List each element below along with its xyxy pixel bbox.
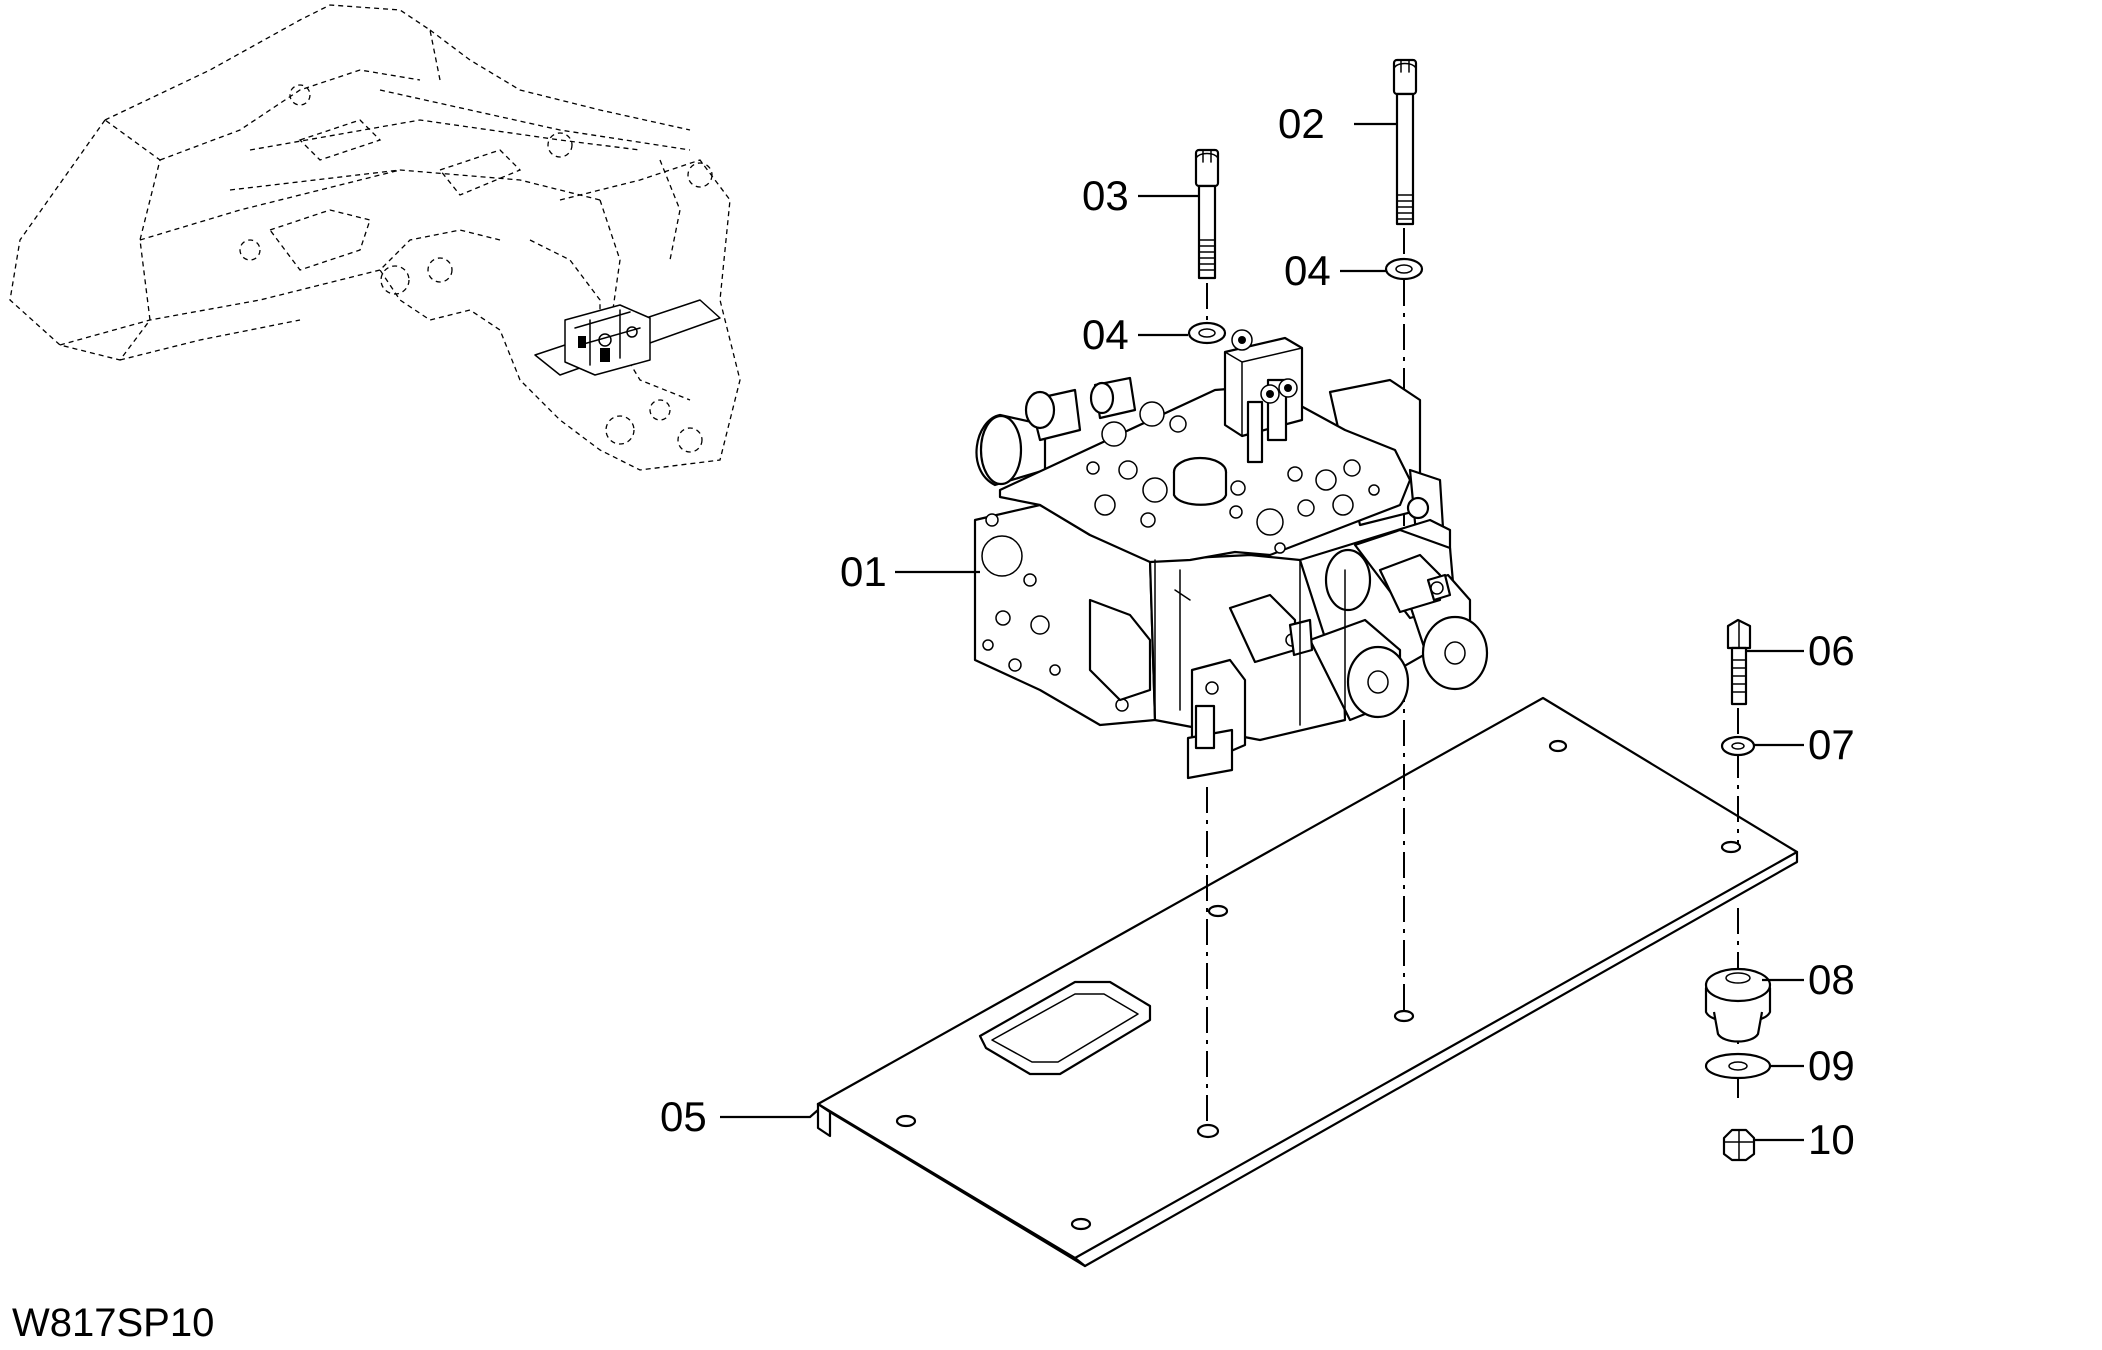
washer-04-left (1187, 321, 1227, 345)
leader-lines (720, 122, 1804, 1142)
highlighted-valve-icon (534, 299, 721, 376)
rubber-mount-08 (1704, 967, 1772, 1043)
washer-09 (1704, 1052, 1772, 1080)
callout-01: 01 (840, 548, 887, 595)
bolt-02 (1392, 58, 1418, 226)
mounting-plate-05 (816, 696, 1799, 1268)
callout-08: 08 (1808, 956, 1855, 1003)
bolt-03 (1194, 148, 1220, 280)
callout-10: 10 (1808, 1116, 1855, 1163)
callout-06: 06 (1808, 627, 1855, 674)
callout-07: 07 (1808, 721, 1855, 768)
machine-overview-inset (9, 4, 741, 471)
nut-10 (1722, 1128, 1756, 1162)
callout-04-a: 04 (1082, 311, 1129, 358)
callout-labels: 01 02 03 04 04 05 06 07 08 09 10 (660, 100, 1855, 1163)
washer-04-right (1384, 257, 1424, 281)
callout-03: 03 (1082, 172, 1129, 219)
control-valve-01 (973, 329, 1489, 780)
bolt-06 (1726, 618, 1752, 706)
callout-05: 05 (660, 1093, 707, 1140)
drawing-code: W817SP10 (12, 1301, 214, 1345)
callout-09: 09 (1808, 1042, 1855, 1089)
washer-07 (1720, 735, 1756, 757)
callout-04-b: 04 (1284, 247, 1331, 294)
callout-02: 02 (1278, 100, 1325, 147)
